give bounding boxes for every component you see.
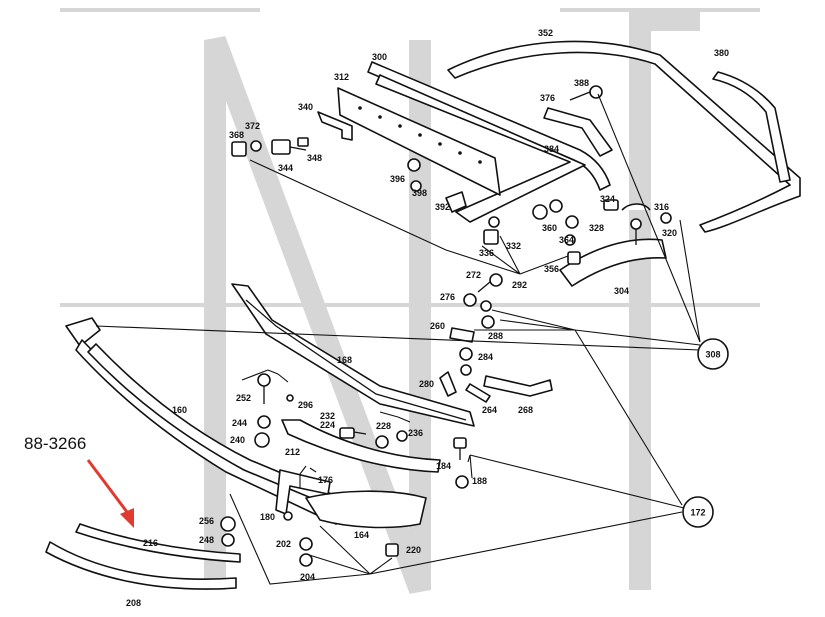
part-label: 312: [334, 72, 349, 82]
circle-label-172-text: 172: [690, 507, 705, 517]
trim-strip-216: [75, 523, 241, 563]
part-label: 300: [372, 52, 387, 62]
part-label: 160: [172, 405, 187, 415]
part-label: 268: [518, 405, 533, 415]
trim-strip-208: [45, 541, 237, 590]
part-number-callout: 88-3266: [24, 434, 134, 528]
part-label: 232: [320, 411, 335, 421]
callout-arrow-head: [120, 508, 134, 528]
part-label: 240: [230, 435, 245, 445]
part-label: 260: [430, 321, 445, 331]
part-label: 324: [600, 194, 615, 204]
bolts-and-washers-lower: [220, 373, 469, 567]
part-label: 228: [376, 421, 391, 431]
bracket-340: [317, 111, 353, 141]
part-label: 212: [285, 447, 300, 457]
part-label: 202: [276, 539, 291, 549]
part-label: 392: [435, 202, 450, 212]
part-label: 272: [466, 270, 481, 280]
reinforcement-bar-168: [231, 283, 475, 427]
part-label: 208: [126, 598, 141, 608]
part-label: 396: [390, 174, 405, 184]
part-label: 248: [199, 535, 214, 545]
part-label: 292: [512, 280, 527, 290]
mounting-rail-312: [337, 87, 501, 196]
circle-label-308-text: 308: [705, 349, 720, 359]
part-label: 188: [472, 476, 487, 486]
part-label: 224: [320, 420, 335, 430]
part-label: 388: [574, 78, 589, 88]
overrider-strip-212: [281, 419, 441, 473]
part-label: 204: [300, 572, 315, 582]
part-label: 364: [559, 235, 574, 245]
guard-164: [305, 490, 427, 529]
part-label: 252: [236, 393, 251, 403]
part-label: 348: [307, 153, 322, 163]
part-label: 236: [408, 428, 423, 438]
part-label: 184: [436, 461, 451, 471]
part-label: 180: [260, 512, 275, 522]
part-label: 176: [318, 475, 333, 485]
part-label: 164: [354, 530, 369, 540]
leader-lines: [95, 93, 701, 585]
bolts-and-washers-middle: [439, 273, 553, 403]
part-labels: 352 380 300 312 388 376 340 372 368 348 …: [126, 28, 729, 608]
part-label: 304: [614, 286, 629, 296]
part-label: 380: [714, 48, 729, 58]
circle-label-308: 308: [697, 338, 729, 370]
part-label: 340: [298, 102, 313, 112]
part-label: 316: [654, 202, 669, 212]
part-label: 368: [229, 130, 244, 140]
circle-label-172: 172: [682, 496, 714, 528]
part-label: 376: [540, 93, 555, 103]
bolts-and-washers-upper: [231, 85, 672, 265]
part-label: 344: [278, 163, 293, 173]
part-label: 352: [538, 28, 553, 38]
part-label: 328: [589, 223, 604, 233]
bracket-376: [543, 107, 613, 157]
part-label: 216: [143, 538, 158, 548]
watermark: [60, 8, 760, 594]
part-label: 276: [440, 292, 455, 302]
part-label: 296: [298, 400, 313, 410]
part-label: 398: [412, 188, 427, 198]
part-label: 280: [419, 379, 434, 389]
bumper-bar-300: [367, 61, 611, 223]
part-label: 384: [544, 144, 559, 154]
side-trim-strip-380: [712, 71, 791, 183]
part-label: 264: [482, 405, 497, 415]
part-label: 284: [478, 352, 493, 362]
part-label: 320: [662, 228, 677, 238]
part-label: 288: [488, 331, 503, 341]
part-label: 332: [506, 241, 521, 251]
long-trim-strip-352: [447, 40, 801, 233]
part-label: 356: [544, 264, 559, 274]
callout-part-number: 88-3266: [24, 434, 86, 453]
callout-arrow: [86, 459, 132, 517]
part-label: 220: [406, 545, 421, 555]
mounting-bracket-176: [275, 469, 331, 515]
part-label: 372: [245, 121, 260, 131]
part-label: 256: [199, 516, 214, 526]
part-label: 168: [337, 355, 352, 365]
part-label: 244: [232, 418, 247, 428]
part-label: 336: [479, 248, 494, 258]
part-label: 360: [542, 223, 557, 233]
